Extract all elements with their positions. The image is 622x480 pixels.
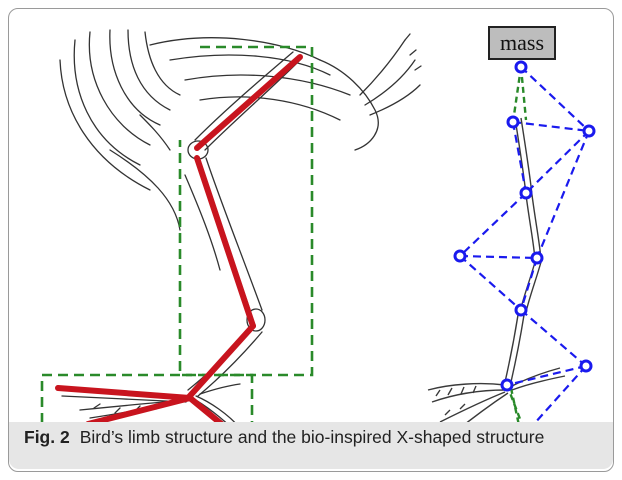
red-limb-segments: [58, 57, 300, 436]
joint-marker: [532, 253, 542, 263]
mass-label: mass: [500, 30, 544, 56]
figure-caption: Fig. 2 Bird’s limb structure and the bio-…: [24, 427, 544, 448]
joint-marker: [516, 62, 526, 72]
joint-marker: [521, 188, 531, 198]
joint-marker: [516, 305, 526, 315]
joint-markers: [455, 62, 594, 439]
joint-marker: [508, 117, 518, 127]
joint-marker: [502, 380, 512, 390]
bird-leg-bone-right: [428, 118, 565, 432]
caption-text: Bird’s limb structure and the bio-inspir…: [80, 427, 545, 447]
bird-skeleton-sketch: [60, 30, 421, 432]
blue-x-shaped-structure: [460, 67, 589, 434]
joint-marker: [581, 361, 591, 371]
joint-marker: [584, 126, 594, 136]
figure-number: Fig. 2: [24, 427, 70, 447]
joint-marker: [455, 251, 465, 261]
mass-label-box: mass: [488, 26, 556, 60]
green-dashed-bounding-boxes: [42, 47, 312, 437]
